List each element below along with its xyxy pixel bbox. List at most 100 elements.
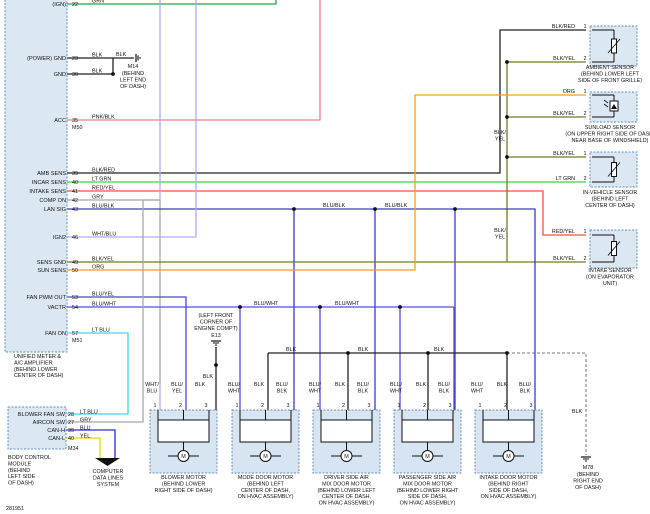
splice-dot — [505, 351, 509, 355]
ground-caption: CORNER OF — [200, 319, 233, 325]
amp-pin-label: VACTR — [47, 305, 66, 311]
motor-pin-number: 2 — [504, 403, 507, 409]
amp-pin-label: (POWER) GND — [27, 56, 66, 62]
motor-pin-number: 2 — [423, 403, 426, 409]
wire-label: BLK — [195, 382, 206, 388]
bcm-caption: LEFT SIDE — [8, 474, 36, 480]
wire-blk-bus — [268, 352, 508, 385]
sensor-caption: IN-VEHICLE SENSOR — [583, 190, 638, 196]
bus-label: BLK — [434, 347, 445, 353]
bcm-caption: OF DASH) — [8, 481, 34, 487]
wire-label: LT BLU — [80, 410, 98, 416]
bus-label: BLU/WHT — [335, 301, 360, 307]
wire-blu-can-h — [66, 429, 116, 460]
thermistor-icon — [607, 38, 621, 54]
data-lines-caption: SYSTEM — [97, 482, 120, 488]
arrow-icon — [95, 458, 120, 466]
ground-caption: OF DASH) — [120, 84, 146, 90]
motor-caption: (BEHIND RIGHT — [488, 481, 529, 487]
wire-blu-blk-intake — [455, 208, 536, 385]
thermistor-icon — [607, 241, 621, 256]
sensor-caption: (ON EVAPORATOR — [586, 274, 634, 280]
splice-dot — [505, 155, 509, 159]
wire-label: BLK — [92, 69, 103, 75]
wire-label: BLU/ — [171, 382, 183, 388]
amp-pin-label: (IGN) — [52, 2, 66, 8]
wire-blk-red-amb — [67, 29, 586, 174]
sensor-pin-number: 2 — [584, 56, 587, 62]
ground-caption: RIGHT END — [573, 478, 603, 484]
figure-id: 281951 — [6, 506, 24, 512]
sensor-caption: (BEHIND LEFT — [592, 196, 630, 202]
wire-label: BLK/YEL — [553, 256, 575, 262]
bcm-pin-label: CAN-H — [47, 428, 65, 434]
wire-label: BLK/YEL — [553, 111, 575, 117]
ground-id: E13 — [211, 333, 221, 339]
amp-pin-label: IGN2 — [53, 235, 66, 241]
amp-caption: (BEHIND LOWER — [14, 367, 58, 373]
motor-caption: SIDE OF DASH, — [489, 488, 529, 494]
motor-caption: (BEHIND LOWER — [162, 481, 206, 487]
sensor-pin-number: 1 — [584, 151, 587, 157]
splice-dot — [292, 207, 296, 211]
data-lines-caption: COMPUTER — [93, 469, 124, 475]
amp-pin-number: 22 — [72, 2, 78, 8]
ground-id: M78 — [583, 465, 594, 471]
motor-icon-label: M — [181, 454, 186, 460]
bcm-pin-label: CAN-L — [48, 436, 65, 442]
motor-internal — [239, 419, 292, 443]
motor-caption: ON HVAC ASSEMBLY) — [238, 494, 294, 500]
wire-org-sun — [67, 94, 586, 271]
amp-caption: UNIFIED METER & — [14, 354, 61, 360]
amp-pin-number: 49 — [72, 260, 78, 266]
wire-label: RED/YEL — [92, 186, 115, 192]
motor-caption: DRIVER SIDE AIR — [324, 475, 369, 481]
sensor-caption: CENTER OF DASH) — [585, 203, 635, 209]
amp-pin-label: INCAR SENS — [32, 180, 66, 186]
amp-pin-number: 40 — [72, 180, 78, 186]
thermistor-icon — [607, 162, 621, 177]
wire-blu-yel-fan-pwm — [67, 296, 187, 385]
motor-caption: BLOWER MOTOR — [161, 475, 206, 481]
amp-pin-number: 43 — [72, 207, 78, 213]
wire-label: LT BLU — [92, 328, 110, 334]
bus-label: BLK — [286, 347, 297, 353]
bcm-pin-number: 28 — [68, 412, 74, 418]
trunk-label: YEL — [495, 137, 505, 143]
wire-label: GRY — [92, 195, 104, 201]
wire-label: BLK — [358, 389, 369, 395]
connector-id: M50 — [72, 125, 83, 131]
amp-pin-label: COMP ON — [39, 198, 66, 204]
amp-pin-label: FAN ON — [45, 331, 66, 337]
amp-pin-label: FAN PWM OUT — [27, 295, 67, 301]
amp-pin-number: 53 — [72, 295, 78, 301]
ground-caption: (BEHIND — [122, 71, 144, 77]
splice-dot — [214, 363, 218, 367]
wire-label: WHT/ — [145, 382, 159, 388]
wire-label: WHT — [390, 389, 403, 395]
ground-caption: (LEFT FRONT — [199, 313, 235, 319]
motor-caption: RIGHT SIDE OF DASH) — [154, 488, 212, 494]
motor-caption: MIX DOOR MOTOR — [322, 481, 371, 487]
wire-label: BLK/YEL — [553, 56, 575, 62]
sensor-pin-number: 1 — [584, 24, 587, 30]
wire-label: BLK/RED — [92, 168, 115, 174]
sensor-caption: SUNLOAD SENSOR — [585, 125, 635, 131]
bcm-caption: (BEHIND — [8, 468, 30, 474]
amp-pin-number: 29 — [72, 56, 78, 62]
motor-pin-number: 1 — [479, 403, 482, 409]
motor-caption: ON HVAC ASSEMBLY) — [400, 501, 456, 507]
motor-internal — [320, 419, 373, 443]
motor-caption: (BEHIND LEFT — [247, 481, 285, 487]
photodiode-icon — [603, 103, 609, 108]
wire-label: BLK — [416, 382, 427, 388]
motor-pin-number: 1 — [236, 403, 239, 409]
motor-caption: (BEHIND LOWER LEFT — [317, 488, 376, 494]
motor-pin-number: 1 — [154, 403, 157, 409]
amp-caption: A/C AMPLIFIER — [14, 360, 53, 366]
sensor-caption: AMBIENT SENSOR — [586, 65, 634, 71]
wire-label: WHT — [228, 389, 241, 395]
motor-icon-label: M — [344, 454, 349, 460]
